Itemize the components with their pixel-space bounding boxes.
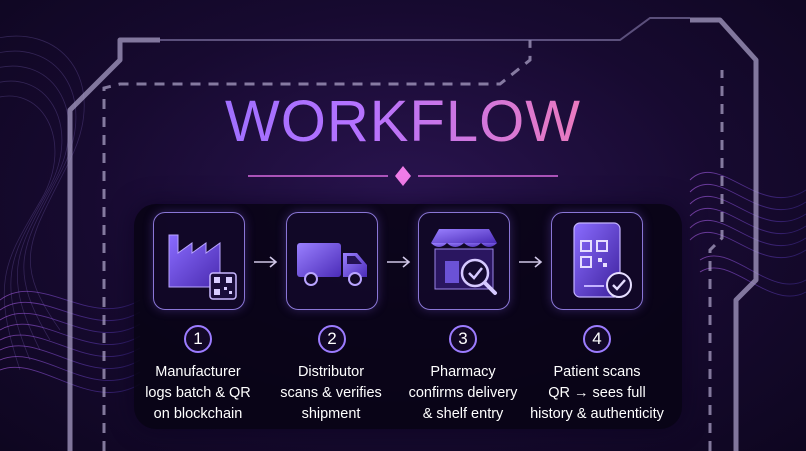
step-1-line-3: on blockchain: [153, 406, 243, 422]
step-2-line-3: shipment: [301, 406, 361, 422]
step-4-icon-box: [551, 212, 643, 310]
step-1-icon-box: [153, 212, 245, 310]
title-divider: [248, 166, 558, 186]
step-1-number: 1: [184, 325, 212, 353]
arrow-right-icon: [519, 256, 543, 268]
step-3-icon-box: [418, 212, 510, 310]
step-4-number: 4: [583, 325, 611, 353]
waves-bottom-left: [0, 290, 141, 393]
step-3-line-1: Pharmacy: [430, 364, 496, 380]
step-1-line-1: Manufacturer: [155, 364, 241, 380]
arrow-right-icon: [254, 256, 278, 268]
step-2-icon-box: [286, 212, 378, 310]
step-2-line-2: scans & verifies: [280, 385, 382, 401]
step-2-line-1: Distributor: [297, 364, 365, 380]
step-2-caption: Distributor scans & verifies shipment: [261, 362, 401, 425]
step-2-number: 2: [318, 325, 346, 353]
diamond-icon: [395, 166, 411, 186]
page-title: WORKFLOW: [0, 88, 806, 155]
arrow-right-icon: [387, 256, 411, 268]
step-3-caption: Pharmacy confirms delivery & shelf entry: [393, 362, 533, 425]
step-3-number: 3: [449, 325, 477, 353]
step-4-line-3: history & authenticity: [530, 406, 664, 422]
factory-qr-icon: [168, 234, 237, 300]
step-4-caption: Patient scans QR → sees full history & a…: [527, 362, 667, 425]
step-3-line-2: confirms delivery: [408, 385, 518, 401]
circuit-frame-dashed: [102, 40, 724, 451]
phone-qr-verified-icon: [573, 222, 632, 298]
step-1-caption: Manufacturer logs batch & QR on blockcha…: [128, 362, 268, 425]
step-4-line-2: QR → sees full: [548, 385, 646, 401]
step-3-line-3: & shelf entry: [422, 406, 504, 422]
circuit-frame-thin: [160, 17, 690, 41]
delivery-truck-icon: [297, 243, 367, 286]
waves-right: [689, 172, 806, 297]
step-4-line-1: Patient scans: [553, 364, 641, 380]
circuit-frame: [67, 17, 759, 451]
pharmacy-store-check-icon: [431, 229, 497, 295]
step-1-line-2: logs batch & QR: [145, 385, 251, 401]
